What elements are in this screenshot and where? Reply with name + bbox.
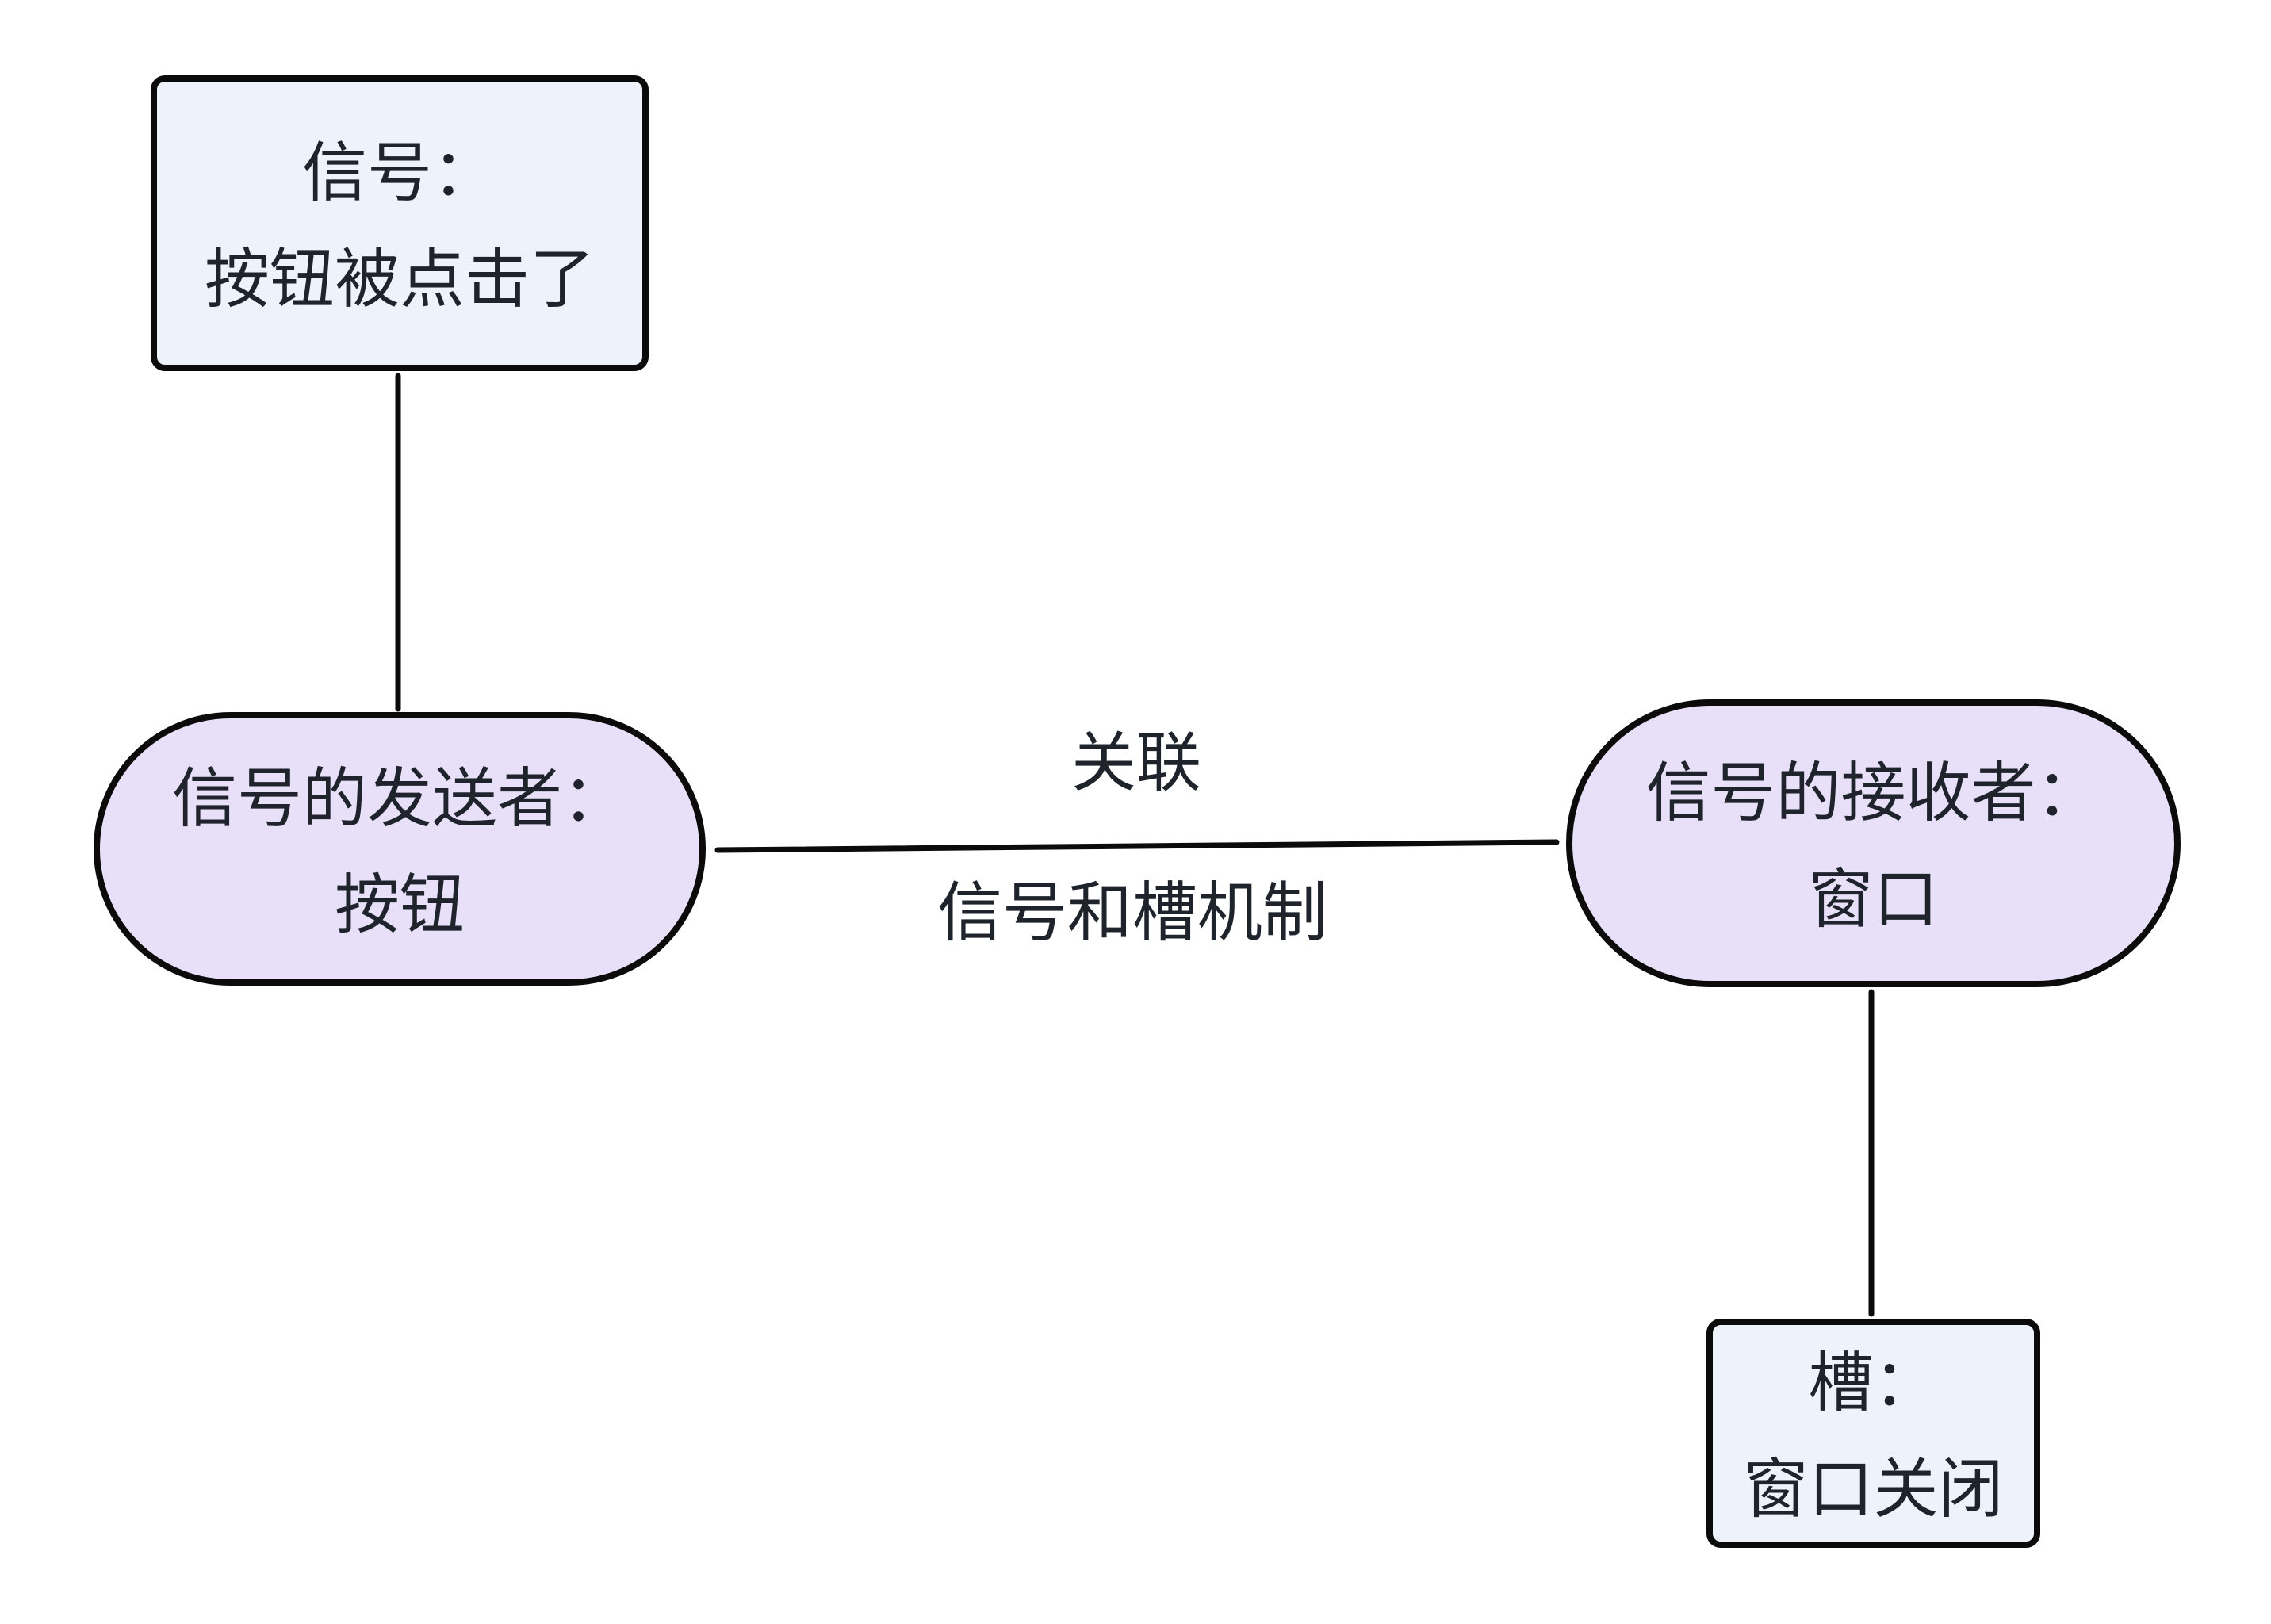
node-sender-line2: 按钮: [334, 868, 465, 941]
edge-label-mechanism: 信号和槽机制: [936, 877, 1327, 949]
edge-label-association: 关联: [1070, 727, 1201, 799]
node-slot-line1: 槽：: [1808, 1346, 1939, 1419]
node-signal-line2: 按钮被点击了: [204, 243, 595, 316]
edge-sender-to-receiver: [714, 839, 1560, 853]
node-receiver-line1: 信号的接收者：: [1645, 756, 2101, 829]
node-sender-line1: 信号的发送者：: [171, 762, 627, 835]
node-sender: 信号的发送者： 按钮: [94, 712, 706, 986]
node-receiver-line2: 窗口: [1808, 863, 1939, 936]
node-slot-line2: 窗口关闭: [1743, 1453, 2004, 1526]
node-signal-line1: 信号：: [301, 136, 497, 209]
node-signal: 信号： 按钮被点击了: [151, 75, 649, 371]
node-receiver: 信号的接收者： 窗口: [1566, 699, 2181, 987]
node-slot: 槽： 窗口关闭: [1706, 1319, 2040, 1548]
